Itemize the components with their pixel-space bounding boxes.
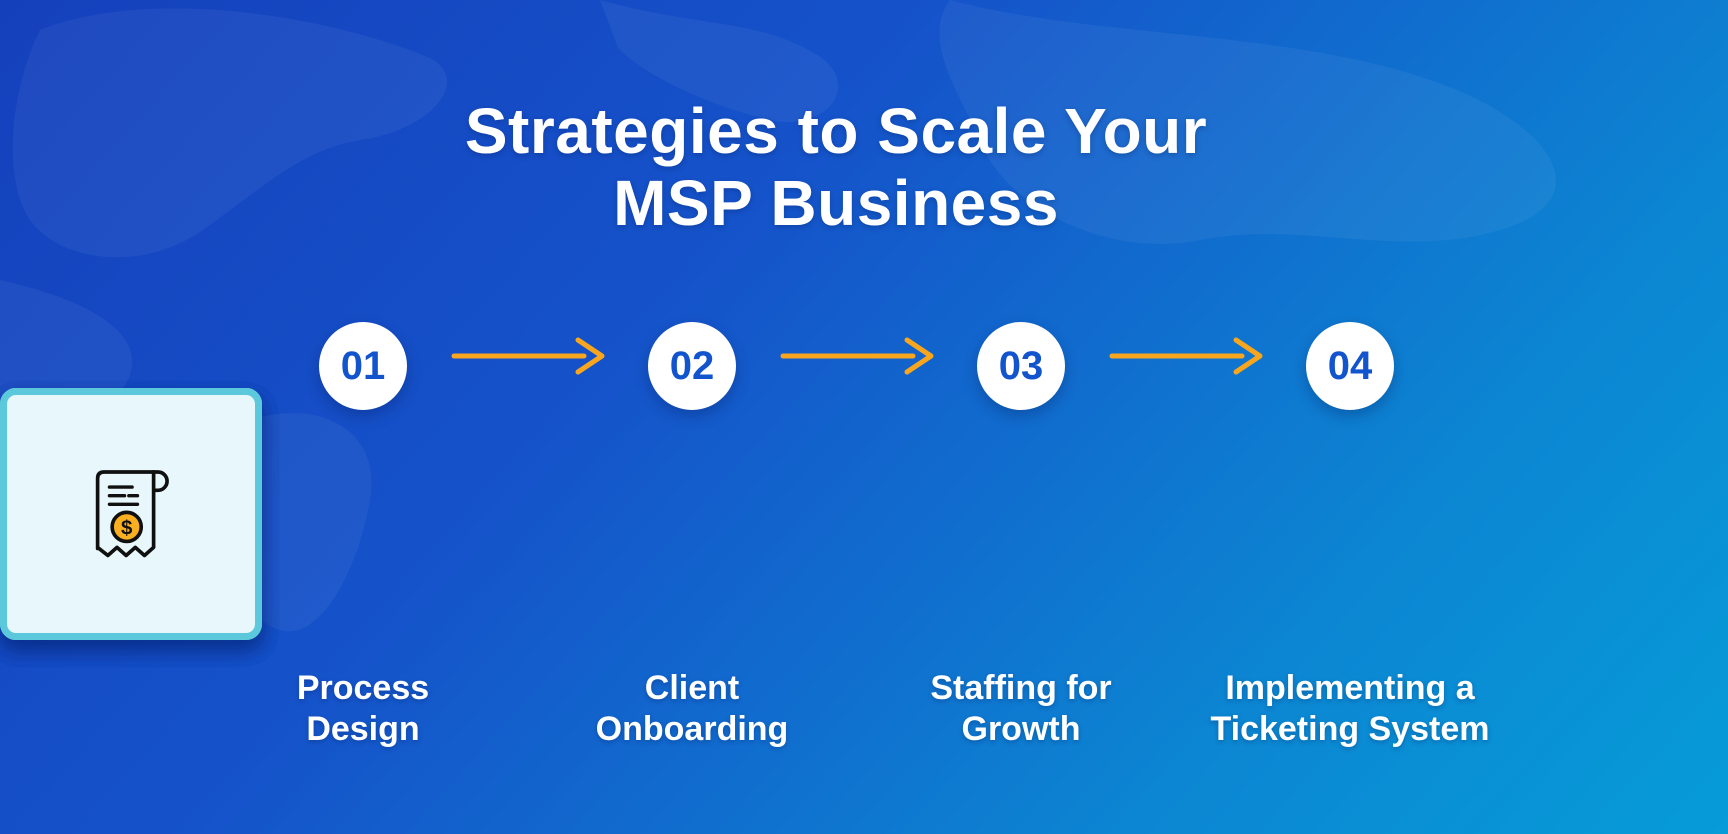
- step-label-3-line1: Staffing for: [930, 669, 1112, 707]
- page-title-line1: Strategies to Scale Your: [464, 95, 1208, 167]
- right-arrow-icon: [451, 337, 605, 375]
- step-label-4-line2: Ticketing System: [1210, 709, 1490, 748]
- step-card-4: $: [0, 388, 262, 640]
- step-number-badge-1: 01: [319, 322, 407, 410]
- step-label-1-line1: Process: [296, 669, 430, 707]
- step-label-1-line2: Design: [306, 709, 420, 748]
- step-number-4: 04: [1327, 343, 1373, 388]
- page-title-line2: MSP Business: [613, 166, 1059, 239]
- step-number-badge-3: 03: [977, 322, 1065, 410]
- step-label-1: Process Design: [193, 668, 533, 750]
- step-label-2: Client Onboarding: [522, 668, 862, 750]
- svg-text:$: $: [121, 516, 133, 539]
- step-label-4-line1: Implementing a: [1225, 669, 1475, 707]
- step-number-badge-2: 02: [648, 322, 736, 410]
- step-label-2-line1: Client: [644, 669, 740, 707]
- step-number-1: 01: [340, 343, 386, 388]
- step-label-3: Staffing for Growth: [851, 668, 1191, 750]
- page-title: Strategies to Scale Your MSP Business: [0, 95, 1728, 239]
- right-arrow-icon: [1109, 337, 1263, 375]
- ticketing-system-icon: $: [95, 470, 169, 558]
- step-number-2: 02: [669, 343, 715, 388]
- step-label-3-line2: Growth: [961, 709, 1081, 748]
- step-number-badge-4: 04: [1306, 322, 1394, 410]
- step-number-3: 03: [998, 343, 1044, 388]
- right-arrow-icon: [780, 337, 934, 375]
- step-label-4: Implementing a Ticketing System: [1180, 668, 1520, 750]
- step-label-2-line2: Onboarding: [595, 709, 789, 748]
